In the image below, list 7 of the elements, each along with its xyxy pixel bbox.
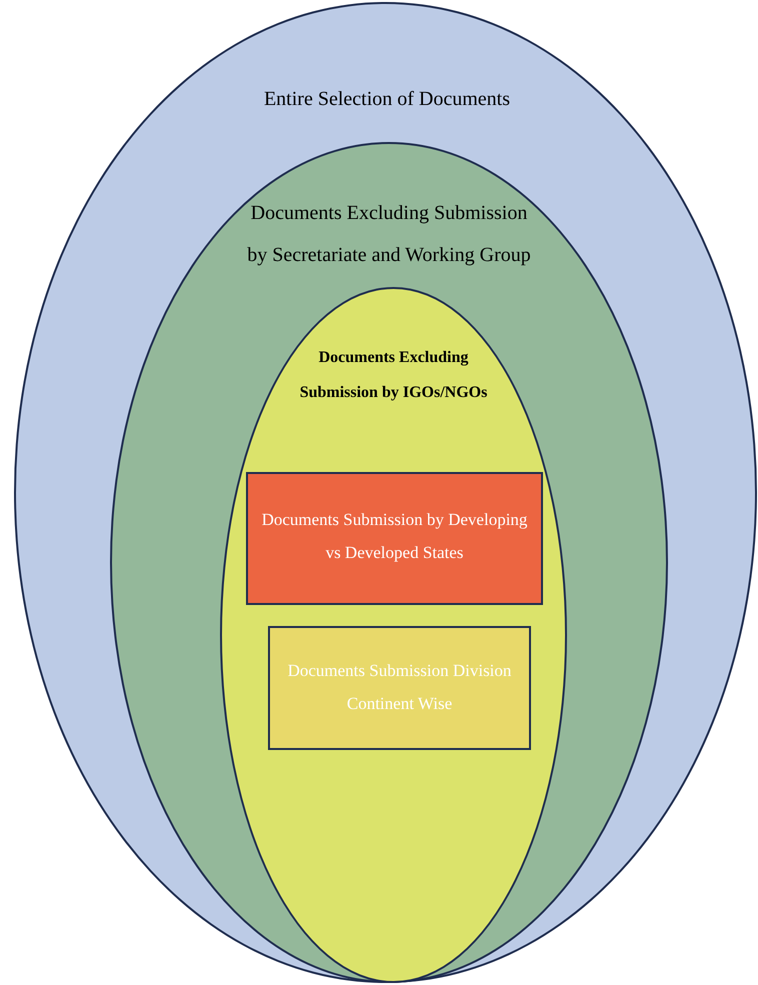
node-label: Documents Excluding Submission by IGOs/NGOs — [298, 348, 488, 403]
process-box — [268, 626, 531, 750]
node-label: Documents Excluding Submission by Secretariate and Working Group — [246, 201, 532, 268]
process-box — [246, 472, 543, 605]
node-label: Documents Submission by Developing vs Developed States — [260, 509, 528, 564]
node-label: Entire Selection of Documents — [262, 87, 512, 112]
node-label: Documents Submission Division Continent Wise — [286, 660, 512, 715]
